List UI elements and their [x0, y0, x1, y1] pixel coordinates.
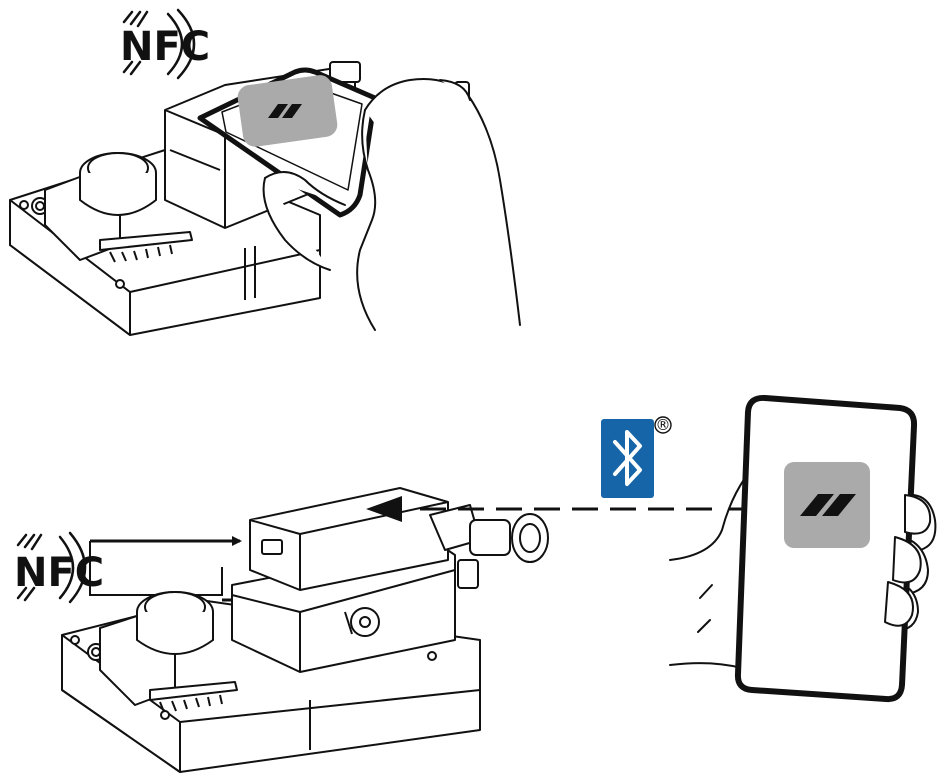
registered-mark: ®	[656, 416, 671, 434]
nfc-logo-label: NFC	[120, 24, 210, 70]
actuator-device-bottom	[62, 488, 548, 772]
phone-bottom	[738, 398, 914, 699]
bluetooth-badge: ®	[601, 416, 671, 498]
top-nfc-logo: NFC	[120, 10, 210, 78]
app-tile-bottom	[784, 462, 870, 548]
